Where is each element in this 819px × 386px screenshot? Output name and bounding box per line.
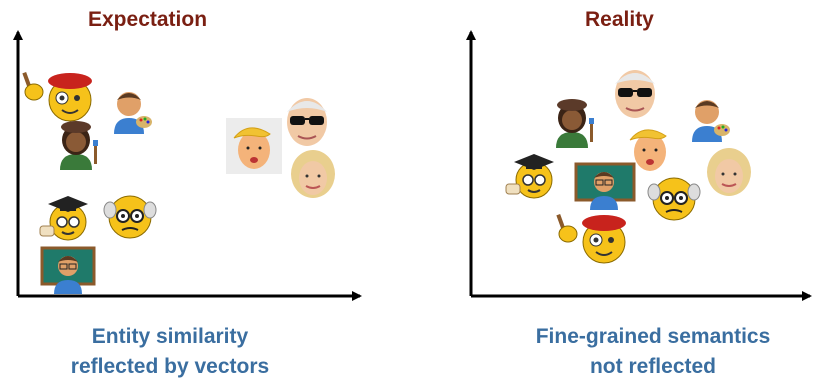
- man-blond-icon: [629, 129, 667, 171]
- right-caption-line1: Fine-grained semantics: [535, 325, 771, 348]
- teacher-icon: [40, 246, 96, 294]
- right-caption-line2: not reflected: [589, 355, 717, 378]
- woman-artist-icon: [556, 99, 594, 148]
- painter-emoji-icon: [22, 68, 104, 124]
- woman-blonde-icon: [707, 148, 751, 196]
- woman-blonde-icon: [291, 150, 335, 198]
- painter-emoji-icon: [556, 213, 626, 264]
- teacher-icon: [574, 162, 636, 210]
- left-caption-line2: reflected by vectors: [70, 355, 270, 378]
- scientist-emoji-icon: [39, 196, 88, 241]
- man-sunglasses-icon: [615, 70, 655, 118]
- man-artist-icon: [114, 92, 152, 134]
- left-caption: Entity similarity reflected by vectors: [20, 322, 320, 382]
- professor-emoji-icon: [647, 177, 701, 221]
- right-axes: [466, 30, 812, 301]
- reality-title: Reality: [585, 8, 654, 31]
- man-sunglasses-icon: [287, 98, 327, 146]
- left-axes: [13, 30, 362, 301]
- man-blond-icon: [226, 118, 282, 174]
- expectation-title: Expectation: [88, 8, 208, 31]
- scientist-emoji-icon: [505, 154, 554, 199]
- left-caption-line1: Entity similarity: [91, 325, 249, 348]
- man-artist-icon: [692, 100, 730, 142]
- right-caption: Fine-grained semantics not reflected: [488, 322, 818, 382]
- professor-emoji-icon: [103, 195, 157, 239]
- woman-artist-icon: [60, 121, 98, 170]
